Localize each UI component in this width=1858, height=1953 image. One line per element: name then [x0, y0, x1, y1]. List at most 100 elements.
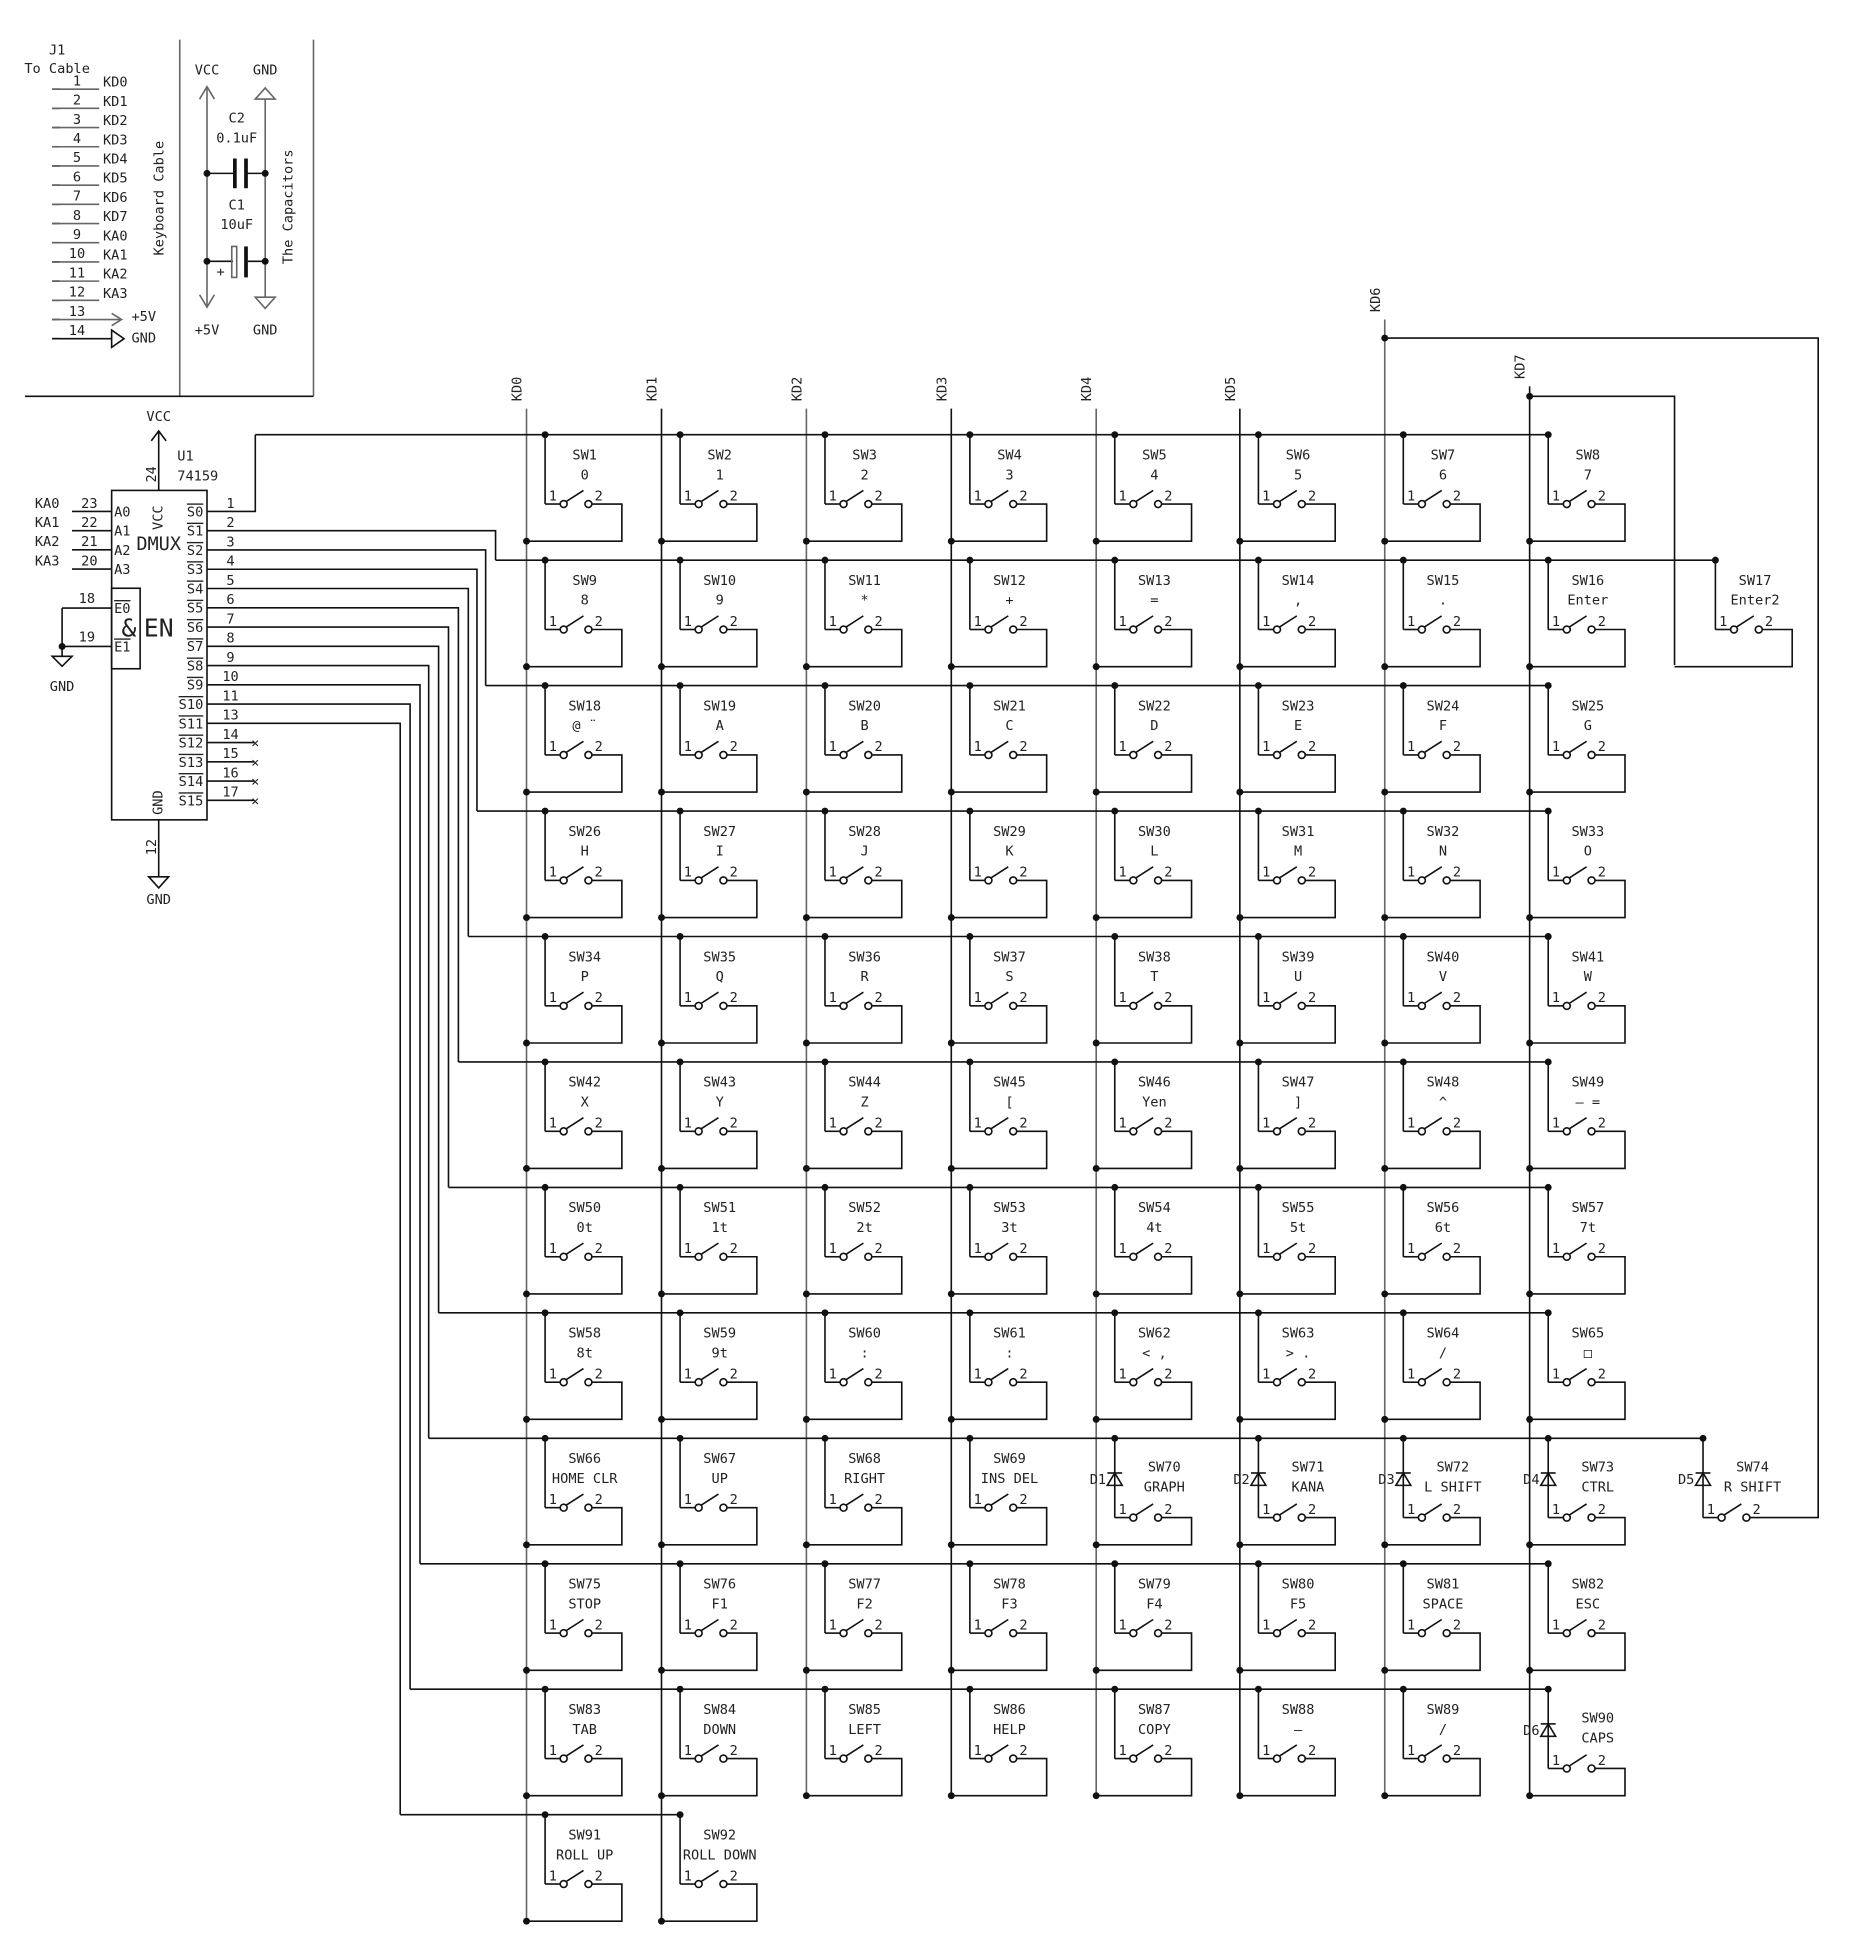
switch-lead	[1096, 1255, 1193, 1295]
vcc-arrow-icon	[150, 429, 167, 442]
switch-ref: SW76	[703, 1577, 736, 1593]
switch-pin-1: 1	[1407, 1743, 1415, 1759]
switch-ref: SW51	[703, 1200, 736, 1216]
switch-lever	[700, 1117, 719, 1130]
switch-pin-1: 1	[1118, 1366, 1126, 1382]
switch-contact	[694, 750, 703, 760]
